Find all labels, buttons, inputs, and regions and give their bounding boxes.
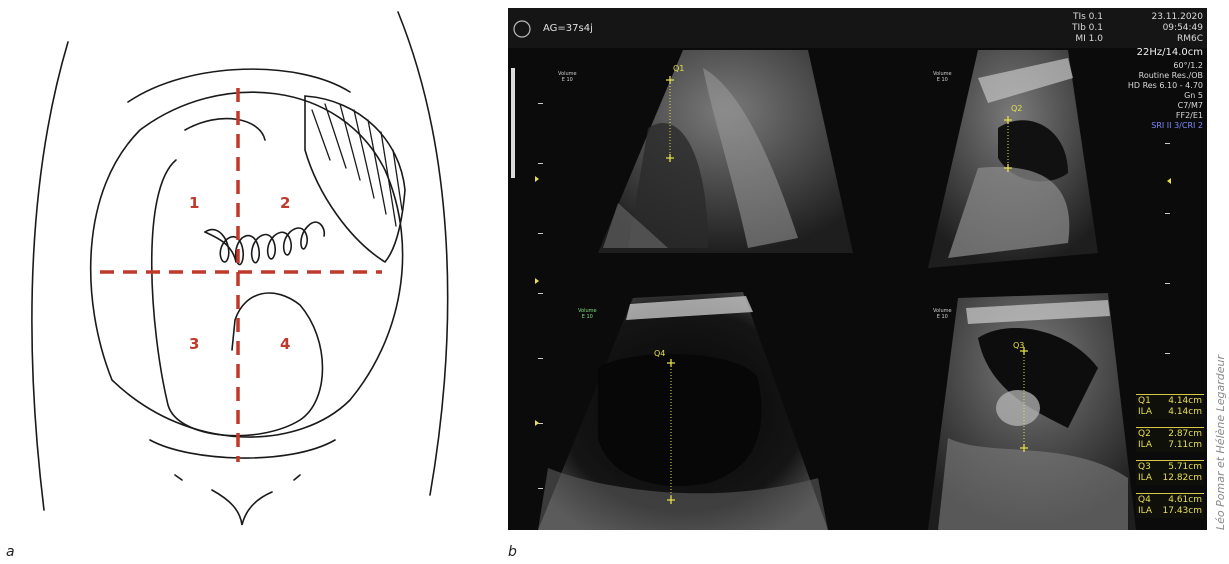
placenta-hatching [312, 104, 402, 226]
quadrant-number-1: 1 [189, 194, 199, 212]
bottom-v-mark [212, 490, 272, 525]
gestational-age: AG=37s4j [543, 24, 593, 34]
marker-q1: Q1 [673, 64, 684, 74]
umbilical-cord [205, 222, 324, 264]
marker-q3: Q3 [1013, 341, 1024, 351]
four-quadrant-diagram: 1 2 3 4 [0, 0, 500, 564]
placenta-outline [305, 96, 405, 262]
quadrant-number-3: 3 [189, 335, 199, 353]
gain-value: Gn 5 [1108, 91, 1203, 101]
scan-q3 [928, 293, 1136, 530]
pubis-right [294, 475, 300, 480]
thermal-index-bone: TIb 0.1 [1058, 23, 1103, 33]
pubis-left [175, 475, 182, 480]
exam-date: 23.11.2020 [1108, 12, 1203, 22]
marker-q2: Q2 [1011, 104, 1022, 114]
frame-rate-depth: 22Hz/14.0cm [1093, 48, 1203, 58]
exam-time: 09:54:49 [1108, 23, 1203, 33]
sector-angle: 60°/1.2 [1108, 61, 1203, 71]
photo-credit: Léo Pomar et Hélène Legardeur [1214, 355, 1227, 530]
mechanical-index: MI 1.0 [1058, 34, 1103, 44]
fetus-head-curve [185, 119, 265, 140]
scan-q4 [538, 292, 828, 530]
body-contour-right [398, 12, 448, 495]
panel-a-letter: a [6, 544, 15, 560]
marker-q4: Q4 [654, 349, 665, 359]
preset-name: Routine Res./OB [1088, 71, 1203, 81]
scan-q2 [928, 50, 1098, 268]
compound-map: C7/M7 [1108, 101, 1203, 111]
sri-cri-setting: SRI II 3/CRI 2 [1083, 121, 1203, 131]
body-contour-left [32, 42, 68, 510]
scan-q1 [598, 50, 853, 253]
cervix-curve [150, 440, 335, 458]
panel-b-letter: b [508, 544, 517, 560]
quadrant-number-2: 2 [280, 194, 290, 212]
uterus-outline [91, 92, 403, 437]
quadrant-number-4: 4 [280, 335, 290, 353]
thermal-index-soft: TIs 0.1 [1058, 12, 1103, 22]
ultrasound-image: AG=37s4j TIs 0.1 TIb 0.1 MI 1.0 23.11.20… [508, 8, 1207, 530]
hd-resolution: HD Res 6.10 - 4.70 [1078, 81, 1203, 91]
frame-filter: FF2/E1 [1108, 111, 1203, 121]
probe-name: RM6C [1108, 34, 1203, 44]
